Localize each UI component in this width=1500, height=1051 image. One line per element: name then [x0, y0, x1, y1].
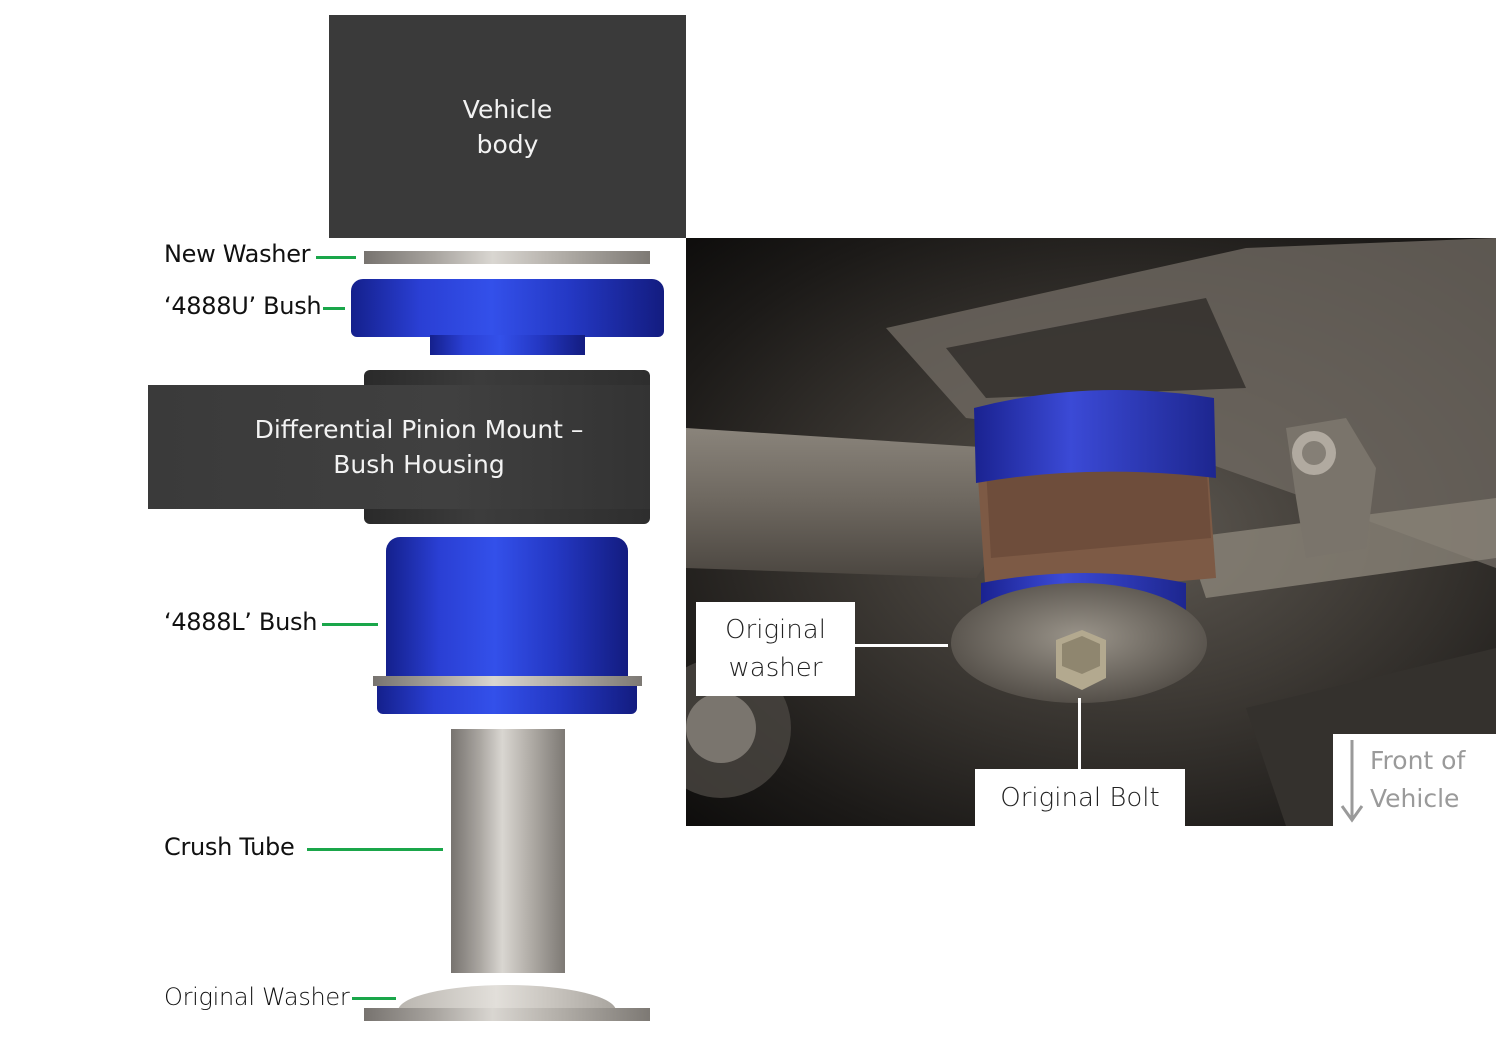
label-bush-lower: ‘4888L’ Bush	[164, 608, 318, 636]
housing-block: Differential Pinion Mount – Bush Housing	[148, 385, 650, 509]
callout-original-washer-line-2: washer	[728, 653, 823, 683]
vehicle-body-line-1: Vehicle	[462, 94, 553, 124]
callout-original-bolt: Original Bolt	[975, 769, 1185, 826]
direction-line-1: Front of	[1370, 746, 1466, 775]
bush-upper-part	[351, 279, 664, 337]
housing-line-1: Differential Pinion Mount –	[254, 415, 584, 444]
leader-original-washer	[352, 997, 396, 1000]
leader-photo-bolt	[1078, 698, 1081, 769]
direction-text: Front of Vehicle	[1370, 742, 1465, 818]
label-crush-tube: Crush Tube	[164, 833, 295, 861]
vehicle-body-line-2: body	[476, 129, 539, 159]
callout-original-washer-line-1: Original	[725, 615, 826, 645]
original-washer-part	[364, 1008, 650, 1021]
leader-crush-tube	[307, 848, 443, 851]
bush-lower-part	[386, 537, 628, 683]
label-bush-upper: ‘4888U’ Bush	[164, 292, 322, 320]
leader-new-washer	[316, 256, 356, 259]
arrow-down-icon	[1340, 740, 1364, 823]
bush-lower-washer	[373, 676, 642, 686]
housing-line-2: Bush Housing	[333, 450, 505, 479]
label-original-washer: Original Washer	[164, 983, 350, 1011]
new-washer-part	[364, 251, 650, 264]
leader-bush-upper	[323, 307, 345, 310]
leader-bush-lower	[322, 623, 378, 626]
crush-tube-part	[451, 729, 565, 973]
bush-lower-flange	[377, 686, 637, 714]
label-new-washer: New Washer	[164, 240, 311, 268]
direction-line-2: Vehicle	[1370, 784, 1460, 813]
vehicle-body-block: Vehicle body	[329, 15, 686, 238]
leader-photo-washer	[855, 644, 948, 647]
bush-upper-spigot	[430, 335, 585, 355]
callout-original-washer: Original washer	[696, 602, 855, 696]
